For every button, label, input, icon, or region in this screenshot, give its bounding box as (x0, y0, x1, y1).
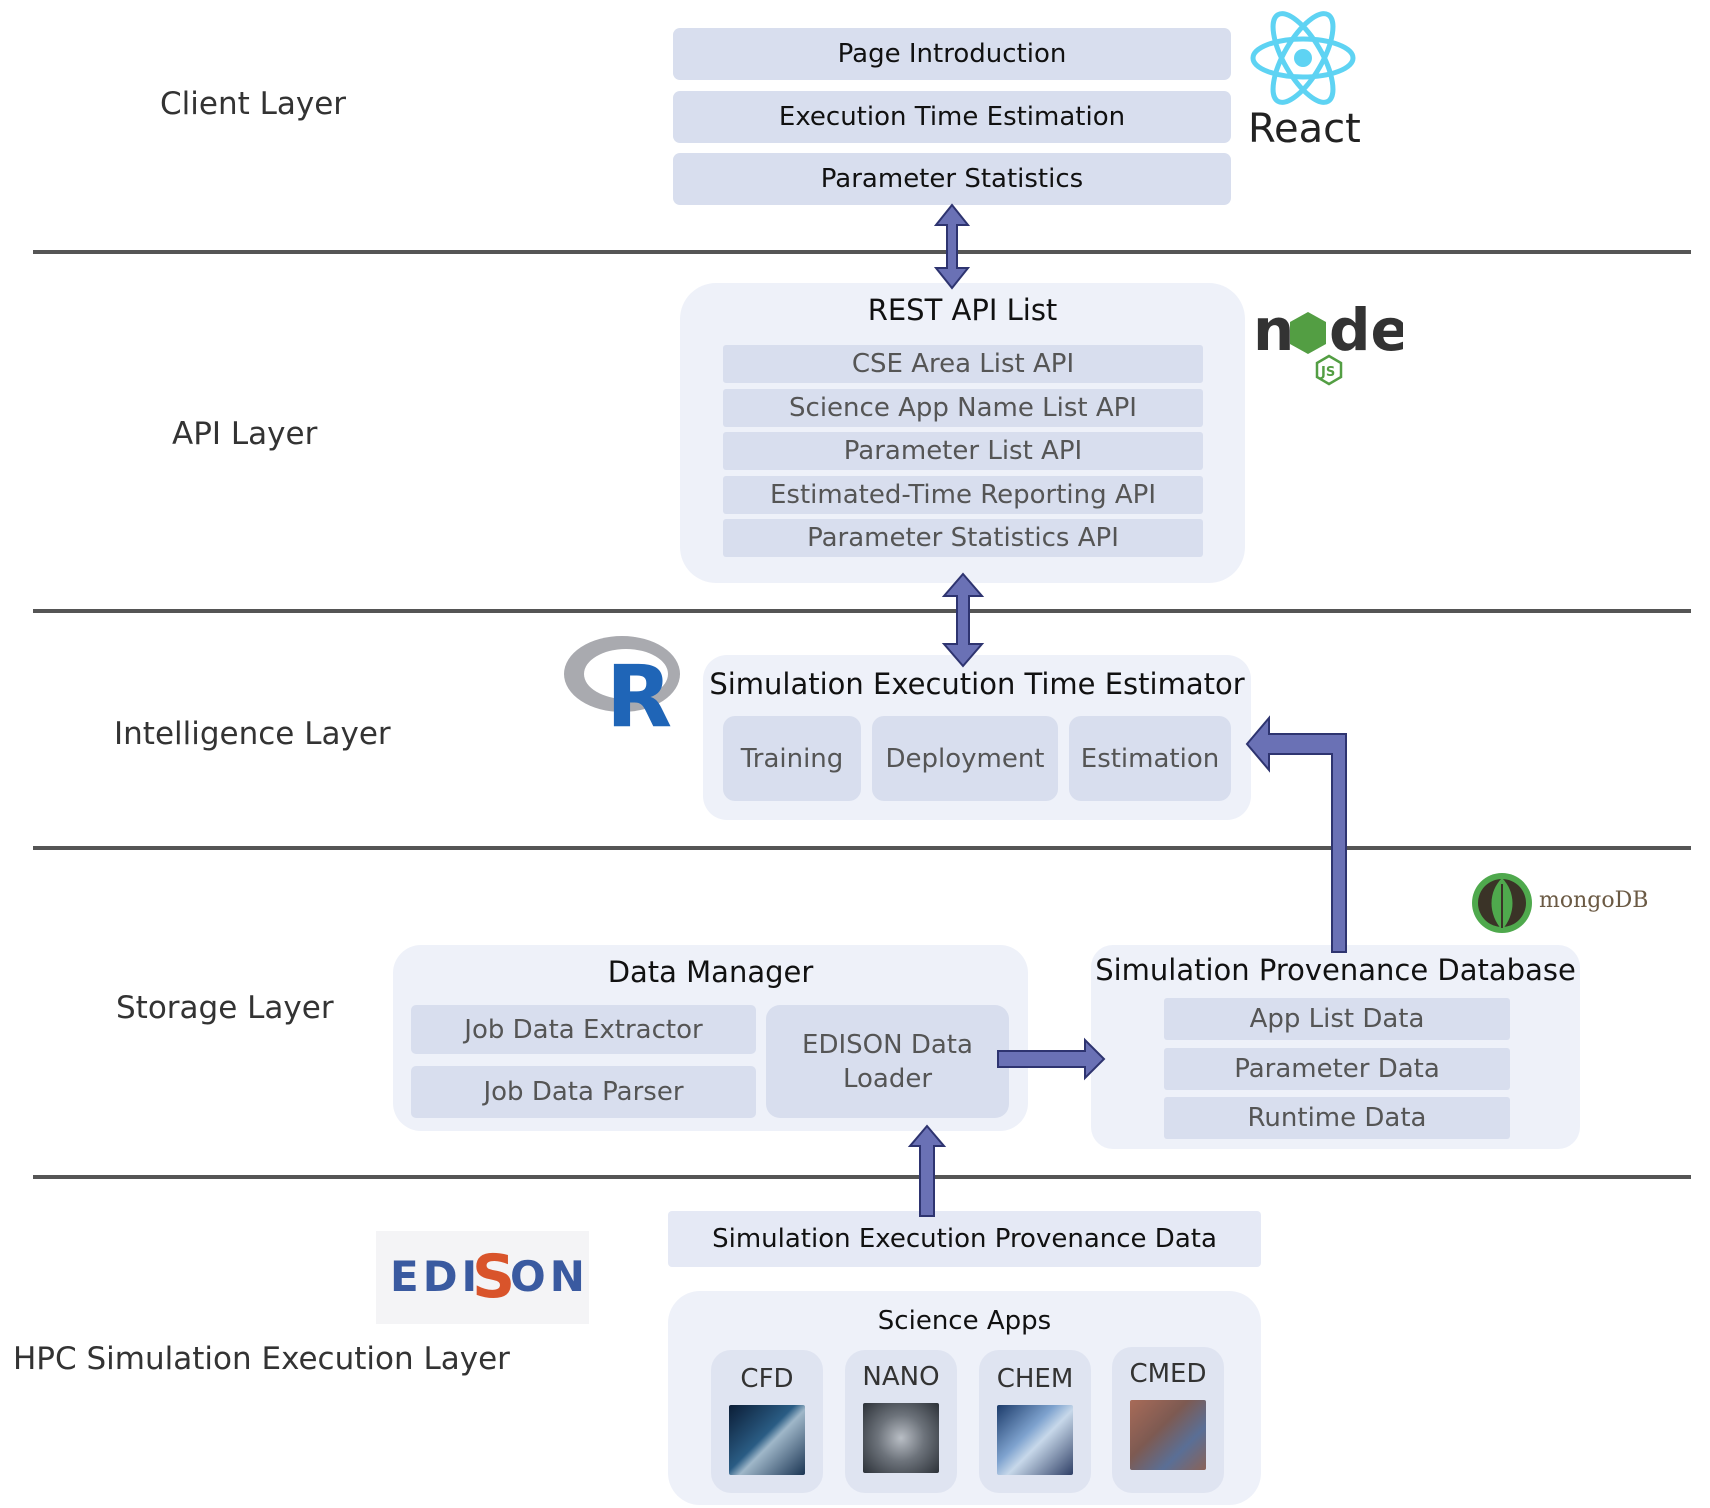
runtime-data-label: Runtime Data (1247, 1103, 1427, 1133)
edison-data-loader: EDISON Data Loader (766, 1005, 1009, 1118)
layer-label-api: API Layer (172, 416, 318, 452)
react-logo-text: React (1248, 106, 1361, 152)
layer-divider-3 (33, 846, 1691, 850)
app-list-data-label: App List Data (1249, 1004, 1425, 1034)
client-parameter-statistics: Parameter Statistics (673, 153, 1231, 205)
arrow-client-api (933, 203, 971, 290)
science-apps-title: Science Apps (877, 1306, 1052, 1336)
layer-divider-4 (33, 1175, 1691, 1179)
estimator-item-label: Estimation (1080, 743, 1220, 774)
mongodb-leaf-icon (1470, 870, 1534, 936)
app-label: CHEM (996, 1364, 1074, 1394)
app-card-cmed: CMED (1112, 1347, 1224, 1493)
job-data-extractor-label: Job Data Extractor (464, 1014, 703, 1045)
edison-data-loader-label-1: EDISON Data (802, 1029, 973, 1060)
api-item-parameter-statistics: Parameter Statistics API (723, 519, 1203, 557)
api-item-cse-area: CSE Area List API (723, 345, 1203, 383)
client-item-label: Execution Time Estimation (778, 102, 1126, 132)
svg-text:ON: ON (510, 1252, 589, 1301)
svg-text:EDI: EDI (390, 1252, 481, 1301)
estimator-item-label: Training (740, 743, 844, 774)
estimator-training: Training (723, 716, 861, 801)
svg-text:JS: JS (1320, 365, 1335, 380)
svg-text:S: S (472, 1242, 515, 1312)
layer-divider-2 (33, 609, 1691, 613)
parameter-data: Parameter Data (1164, 1048, 1510, 1090)
arrow-api-intelligence (941, 572, 985, 668)
arrow-provenance-loader (907, 1124, 947, 1217)
app-card-nano: NANO (845, 1350, 957, 1493)
simulation-execution-provenance-data: Simulation Execution Provenance Data (668, 1211, 1261, 1267)
chem-thumbnail-icon (997, 1405, 1073, 1475)
data-manager-title: Data Manager (607, 955, 814, 989)
client-execution-time-estimation: Execution Time Estimation (673, 91, 1231, 143)
client-item-label: Page Introduction (837, 39, 1067, 69)
api-item-label: Parameter Statistics API (807, 523, 1119, 553)
job-data-parser-label: Job Data Parser (483, 1077, 684, 1107)
rest-api-title: REST API List (867, 293, 1058, 327)
estimator-item-label: Deployment (885, 743, 1045, 774)
runtime-data: Runtime Data (1164, 1097, 1510, 1139)
app-list-data: App List Data (1164, 998, 1510, 1040)
nodejs-logo-icon: n de JS (1253, 296, 1410, 388)
client-item-label: Parameter Statistics (820, 164, 1084, 194)
client-page-introduction: Page Introduction (673, 28, 1231, 80)
app-label: CMED (1129, 1359, 1207, 1389)
app-label: CFD (740, 1364, 794, 1394)
app-card-cfd: CFD (711, 1350, 823, 1493)
estimator-estimation: Estimation (1069, 716, 1231, 801)
layer-label-client: Client Layer (160, 86, 347, 122)
layer-label-hpc: HPC Simulation Execution Layer (13, 1341, 510, 1377)
layer-divider-1 (33, 250, 1691, 254)
app-card-chem: CHEM (979, 1350, 1091, 1493)
svg-text:de: de (1329, 298, 1403, 364)
estimator-deployment: Deployment (872, 716, 1058, 801)
api-item-estimated-time: Estimated-Time Reporting API (723, 476, 1203, 514)
estimator-title: Simulation Execution Time Estimator (709, 667, 1245, 701)
edison-logo: EDI S ON (376, 1231, 589, 1324)
parameter-data-label: Parameter Data (1234, 1054, 1440, 1084)
layer-label-storage: Storage Layer (116, 990, 334, 1026)
api-item-label: CSE Area List API (851, 349, 1075, 379)
nano-thumbnail-icon (863, 1403, 939, 1473)
mongodb-logo-text: mongoDB (1539, 888, 1649, 913)
cfd-thumbnail-icon (729, 1405, 805, 1475)
app-label: NANO (862, 1362, 940, 1392)
react-atom-icon (1248, 8, 1358, 108)
cmed-thumbnail-icon (1130, 1400, 1206, 1470)
api-item-label: Parameter List API (843, 436, 1083, 466)
provenance-data-label: Simulation Execution Provenance Data (712, 1224, 1217, 1254)
arrow-loader-database (997, 1037, 1106, 1081)
job-data-extractor: Job Data Extractor (411, 1005, 756, 1054)
api-item-label: Estimated-Time Reporting API (769, 480, 1157, 510)
job-data-parser: Job Data Parser (411, 1066, 756, 1118)
layer-label-intelligence: Intelligence Layer (114, 716, 391, 752)
api-item-science-app-name: Science App Name List API (723, 389, 1203, 427)
api-item-parameter-list: Parameter List API (723, 432, 1203, 470)
svg-text:n: n (1253, 298, 1294, 364)
provenance-database-title: Simulation Provenance Database (1095, 953, 1576, 987)
edison-data-loader-label-2: Loader (842, 1063, 933, 1094)
api-item-label: Science App Name List API (789, 393, 1137, 423)
